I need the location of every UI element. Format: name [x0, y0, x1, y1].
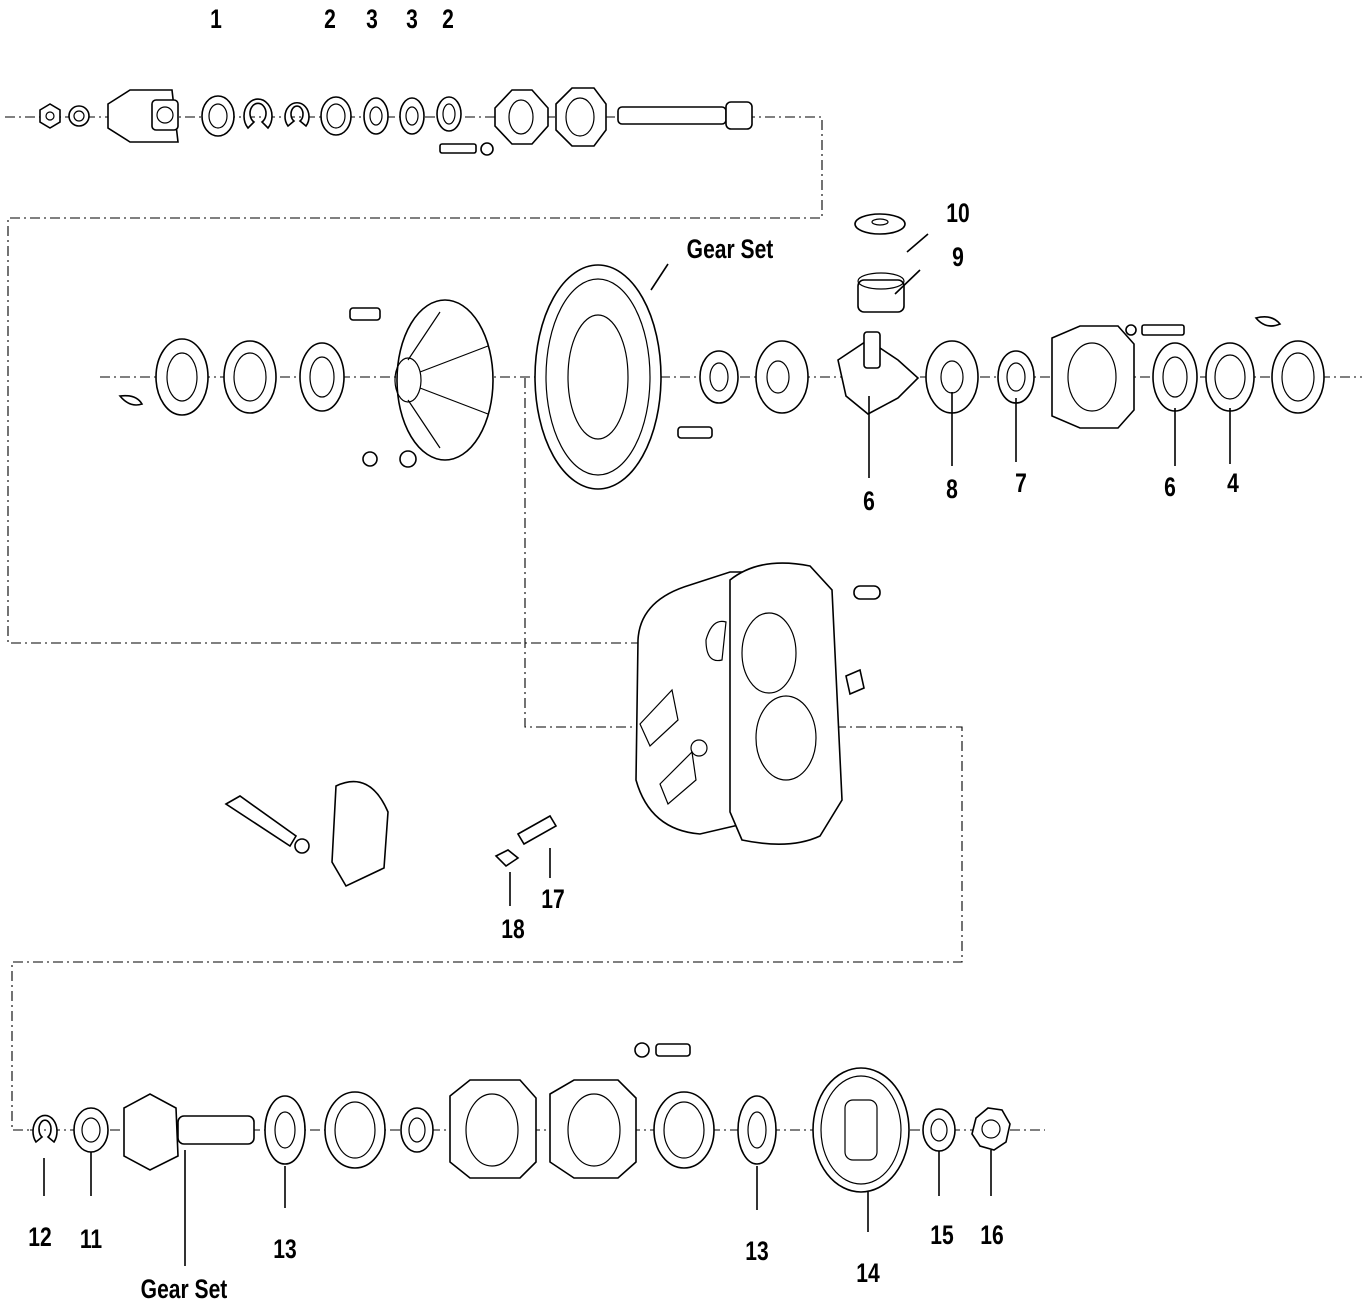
- callout-7: 7: [1015, 468, 1027, 498]
- callout-8: 8: [946, 474, 958, 504]
- callout-1: 1: [210, 4, 222, 34]
- callout-17: 17: [541, 884, 565, 914]
- adjuster-ring-part-2: [1271, 340, 1325, 414]
- bolt-part-2: [349, 307, 381, 321]
- callout-3a: 3: [366, 4, 378, 34]
- washer-part-10: [854, 213, 906, 235]
- plug-part: [845, 668, 865, 696]
- bearing-part-3a: [363, 97, 389, 135]
- cap-and-bolt-parts: [224, 780, 558, 888]
- pinion-gear-part-9: [857, 279, 905, 313]
- callout-16: 16: [980, 1220, 1004, 1250]
- cage-part: [494, 89, 549, 145]
- adjuster-ring-part: [155, 338, 209, 416]
- bolt-part-3: [677, 426, 713, 439]
- shaft-part: [617, 106, 727, 125]
- nut-part-2: [362, 451, 378, 467]
- thrust-washer-part-7: [997, 350, 1035, 404]
- nut-part-18: [494, 849, 520, 868]
- spacer-part: [400, 1107, 434, 1153]
- cage-part-3: [549, 1079, 637, 1179]
- seal-part-1: [201, 95, 235, 137]
- callout-6b: 6: [1164, 472, 1176, 502]
- washer-part-small: [480, 142, 494, 156]
- nut-part: [39, 103, 61, 129]
- dowel-part: [853, 585, 881, 600]
- row3-parts: [32, 1042, 1011, 1193]
- cup-part: [223, 340, 277, 414]
- cup-part-5: [653, 1091, 715, 1169]
- case-half-part-2: [1051, 325, 1135, 429]
- cage-part-2: [449, 1079, 537, 1179]
- snap-ring-part-2: [284, 102, 310, 128]
- bolt-part: [439, 143, 477, 154]
- carrier-housing-part: [635, 562, 881, 845]
- bearing-part-3b: [399, 97, 425, 135]
- callout-2a: 2: [324, 4, 336, 34]
- cap-bolt-part: [224, 795, 298, 848]
- callout-9: 9: [952, 242, 964, 272]
- cup-part-3: [324, 1091, 386, 1169]
- snap-ring-part-12: [32, 1114, 58, 1144]
- cap-washer-part: [294, 838, 310, 854]
- ring-gear-part: [534, 264, 662, 490]
- gear-set-label-bottom: Gear Set: [140, 1274, 228, 1304]
- washer-part-15: [922, 1108, 956, 1152]
- gear-set-label-top: Gear Set: [686, 234, 774, 264]
- callout-10: 10: [946, 198, 970, 228]
- gasket-part: [555, 87, 607, 147]
- nut-part-16: [971, 1107, 1011, 1151]
- side-gear-part: [755, 340, 809, 414]
- callout-15: 15: [930, 1220, 954, 1250]
- callout-2b: 2: [442, 4, 454, 34]
- row1-parts: [39, 87, 753, 156]
- cup-part-2a: [320, 96, 352, 136]
- row2-parts: [118, 213, 1325, 490]
- callout-13a: 13: [273, 1234, 297, 1264]
- washer-part: [68, 105, 90, 127]
- cone-part-13b: [737, 1095, 777, 1165]
- cotter-pin-part: [118, 394, 144, 406]
- leader-lines: [43, 233, 1231, 1266]
- callout-18: 18: [501, 914, 525, 944]
- case-half-part: [396, 299, 494, 461]
- helical-gear-part-14: [812, 1067, 910, 1193]
- bolt-part-5: [655, 1043, 691, 1057]
- bearing-cap-part: [331, 780, 389, 888]
- stud-part-17: [516, 814, 558, 846]
- cone-part: [299, 342, 345, 412]
- thrust-washer-part: [699, 350, 739, 404]
- drive-pinion-part: [123, 1093, 179, 1171]
- washer-part-4: [634, 1042, 650, 1058]
- cup-part-4: [1205, 342, 1255, 412]
- cotter-pin-part-2: [1254, 316, 1282, 327]
- cone-part-13a: [264, 1095, 306, 1165]
- washer-part-2: [399, 450, 417, 468]
- callout-11: 11: [79, 1224, 103, 1254]
- cup-part-2b: [436, 96, 462, 132]
- callout-4: 4: [1227, 468, 1239, 498]
- cone-part-6: [1152, 342, 1198, 412]
- bolt-part-4: [1141, 324, 1185, 336]
- callout-14: 14: [856, 1258, 880, 1288]
- callout-13b: 13: [745, 1236, 769, 1266]
- callout-3b: 3: [406, 4, 418, 34]
- washer-part-11: [73, 1107, 109, 1153]
- snap-ring-part: [243, 98, 273, 130]
- callout-12: 12: [28, 1222, 52, 1252]
- callout-6a: 6: [863, 486, 875, 516]
- washer-part-3: [1125, 324, 1137, 336]
